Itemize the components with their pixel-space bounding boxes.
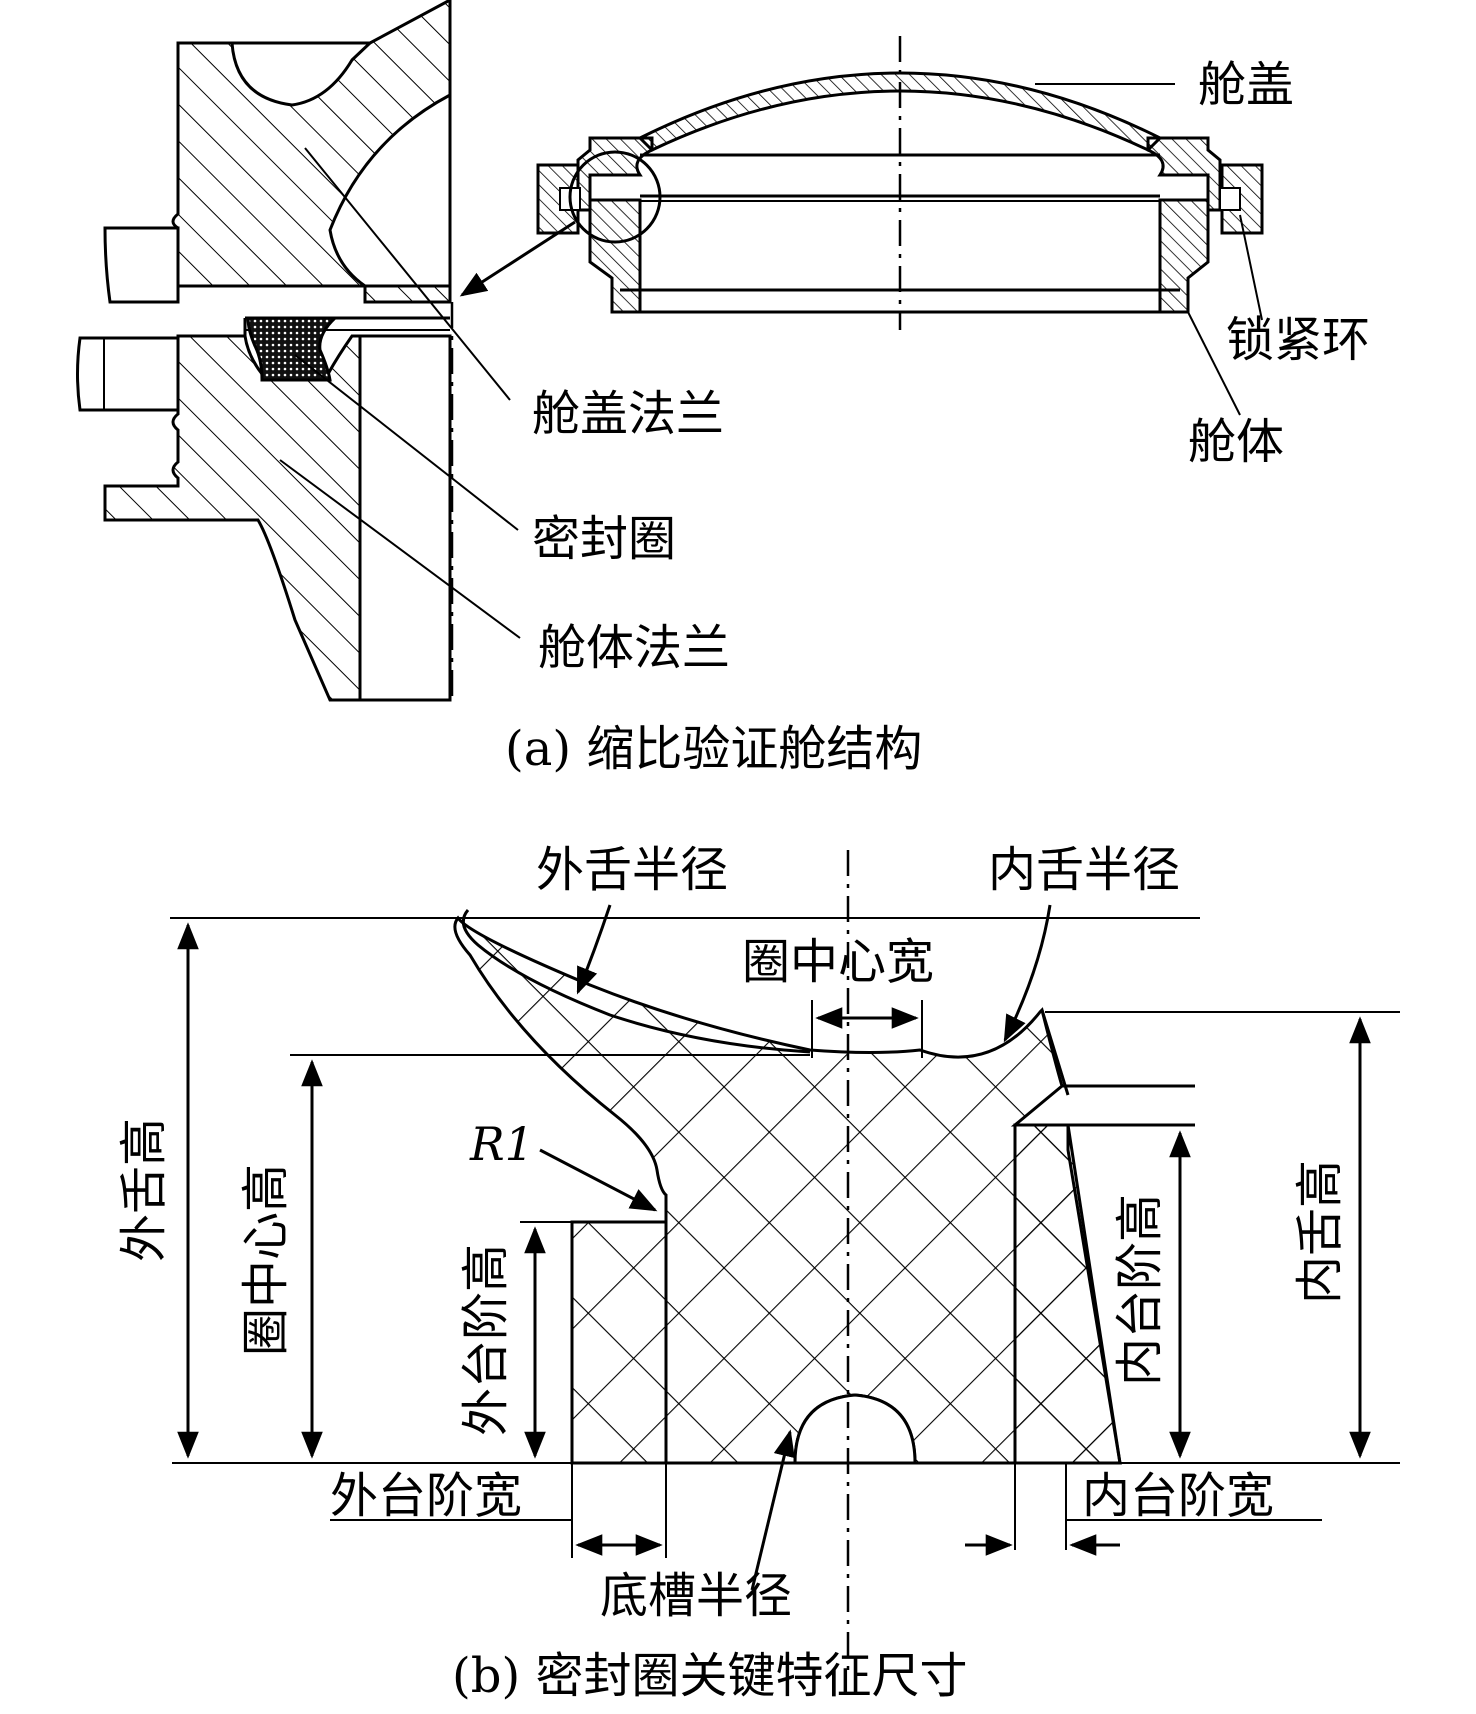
caption-a: (a) 缩比验证舱结构 (505, 721, 922, 777)
leaders-a (279, 83, 1263, 639)
label-outer-tongue-height: 外舌高 (116, 1118, 172, 1262)
caption-b: (b) 密封圈关键特征尺寸 (452, 1648, 967, 1704)
label-locking-ring: 锁紧环 (1226, 312, 1370, 368)
label-outer-step-width: 外台阶宽 (330, 1468, 522, 1524)
label-inner-step-width: 内台阶宽 (1082, 1468, 1274, 1524)
label-ring-center-width: 圈中心宽 (742, 934, 934, 990)
extension-lines (170, 917, 1400, 1558)
label-inner-step-height: 内台阶高 (1112, 1194, 1168, 1386)
label-body-flange: 舱体法兰 (538, 620, 730, 676)
label-outer-step-height: 外台阶高 (458, 1244, 514, 1436)
cabin-assembly (459, 36, 1264, 330)
cabin-body-shape (588, 198, 642, 314)
flange-detail (76, 0, 454, 702)
label-outer-tongue-radius: 外舌半径 (536, 842, 728, 898)
dimension-arrows (177, 904, 1371, 1591)
label-ring-center-height: 圈中心高 (238, 1164, 294, 1356)
label-cabin-cover: 舱盖 (1198, 57, 1294, 113)
label-cover-flange: 舱盖法兰 (532, 386, 724, 442)
label-inner-tongue-height: 内舌高 (1292, 1160, 1348, 1304)
seal-ring-shape (246, 316, 339, 382)
label-seal-ring: 密封圈 (532, 511, 676, 567)
label-bottom-groove-radius: 底槽半径 (600, 1568, 792, 1624)
label-r1: R1 (469, 1117, 534, 1171)
label-cabin-body: 舱体 (1188, 414, 1284, 470)
label-inner-tongue-radius: 内舌半径 (988, 842, 1180, 898)
